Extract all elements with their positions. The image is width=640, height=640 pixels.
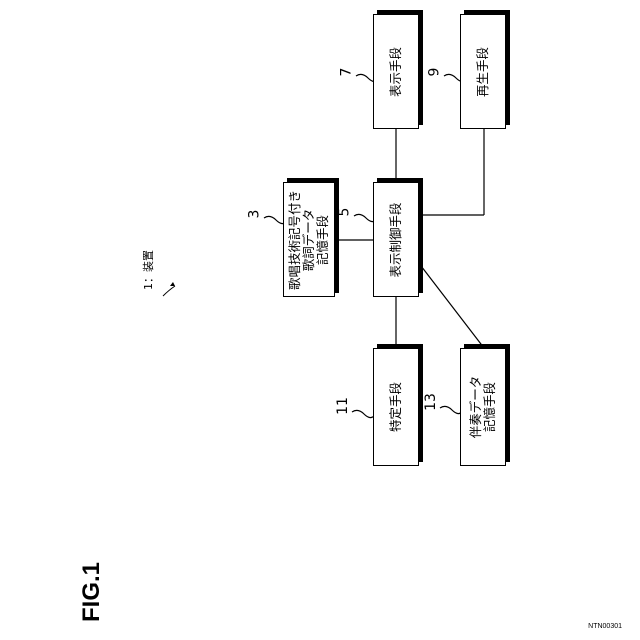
ref-num-9: 9 — [426, 68, 442, 77]
identify-block: 特定手段 — [373, 348, 419, 466]
storage-label: 歌唱技術記号付き 歌詞データ 記憶手段 — [288, 189, 330, 289]
leader-11 — [352, 410, 374, 417]
storage-block: 歌唱技術記号付き 歌詞データ 記憶手段 — [283, 182, 335, 297]
ref-num-13: 13 — [423, 393, 439, 411]
playback-block: 再生手段 — [460, 14, 506, 129]
ref-num-5: 5 — [336, 208, 352, 217]
leader-13 — [440, 406, 462, 413]
ref-num-7: 7 — [338, 68, 354, 77]
accompaniment-block: 伴奏データ 記憶手段 — [460, 348, 506, 466]
identify-label: 特定手段 — [389, 382, 403, 432]
ref-num-11: 11 — [335, 397, 351, 415]
line-accompaniment — [418, 262, 484, 348]
playback-label: 再生手段 — [476, 46, 490, 96]
display-control-label: 表示制御手段 — [389, 202, 403, 277]
display-block: 表示手段 — [373, 14, 419, 129]
display-control-block: 表示制御手段 — [373, 182, 419, 297]
footer-code: NTN00301 — [588, 623, 622, 630]
figure-label: FIG.1 — [78, 562, 106, 622]
display-label: 表示手段 — [389, 46, 403, 96]
accompaniment-label: 伴奏データ 記憶手段 — [469, 376, 497, 439]
device-label: 1：装置 — [140, 250, 156, 290]
device-arrow — [163, 282, 175, 296]
ref-num-3: 3 — [246, 210, 262, 219]
